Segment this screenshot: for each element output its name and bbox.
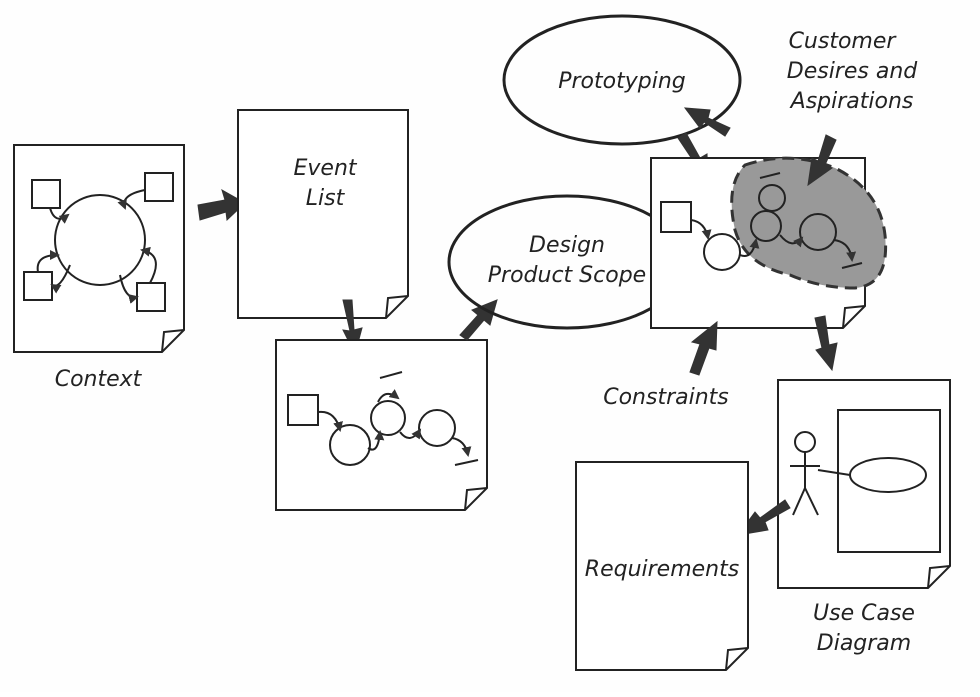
customer-desires-label-2: Desires and bbox=[787, 59, 919, 84]
prototyping-label: Prototyping bbox=[558, 69, 686, 94]
constraints-label: Constraints bbox=[603, 385, 729, 410]
event-model-document bbox=[275, 339, 488, 511]
use-case-label-2: Diagram bbox=[817, 631, 911, 656]
use-case-label-1: Use Case bbox=[813, 601, 915, 626]
customer-desires-label-1: Customer bbox=[789, 29, 898, 54]
arrow-use-case-to-requirements bbox=[736, 499, 791, 536]
event-list-label-2: List bbox=[306, 186, 346, 211]
system-model-document bbox=[650, 156, 888, 329]
requirements-label: Requirements bbox=[585, 557, 739, 582]
arrow-context-to-event-list bbox=[197, 188, 246, 222]
design-scope-label-2: Product Scope bbox=[488, 263, 646, 288]
arrow-customer-desires bbox=[807, 134, 837, 187]
design-scope-label-1: Design bbox=[529, 233, 605, 258]
arrow-model-to-use-case bbox=[814, 315, 838, 372]
event-list-label-1: Event bbox=[293, 156, 357, 181]
arrow-constraints bbox=[689, 320, 718, 376]
arrow-to-prototyping bbox=[683, 107, 731, 137]
context-label: Context bbox=[55, 367, 143, 392]
customer-desires-label-3: Aspirations bbox=[789, 89, 914, 114]
context-document bbox=[13, 144, 185, 353]
event-list-document bbox=[237, 109, 409, 319]
prototyping-ellipse bbox=[502, 14, 742, 146]
design-product-scope-ellipse bbox=[447, 194, 687, 330]
use-case-diagram-document bbox=[777, 379, 951, 589]
requirements-document bbox=[575, 461, 749, 671]
